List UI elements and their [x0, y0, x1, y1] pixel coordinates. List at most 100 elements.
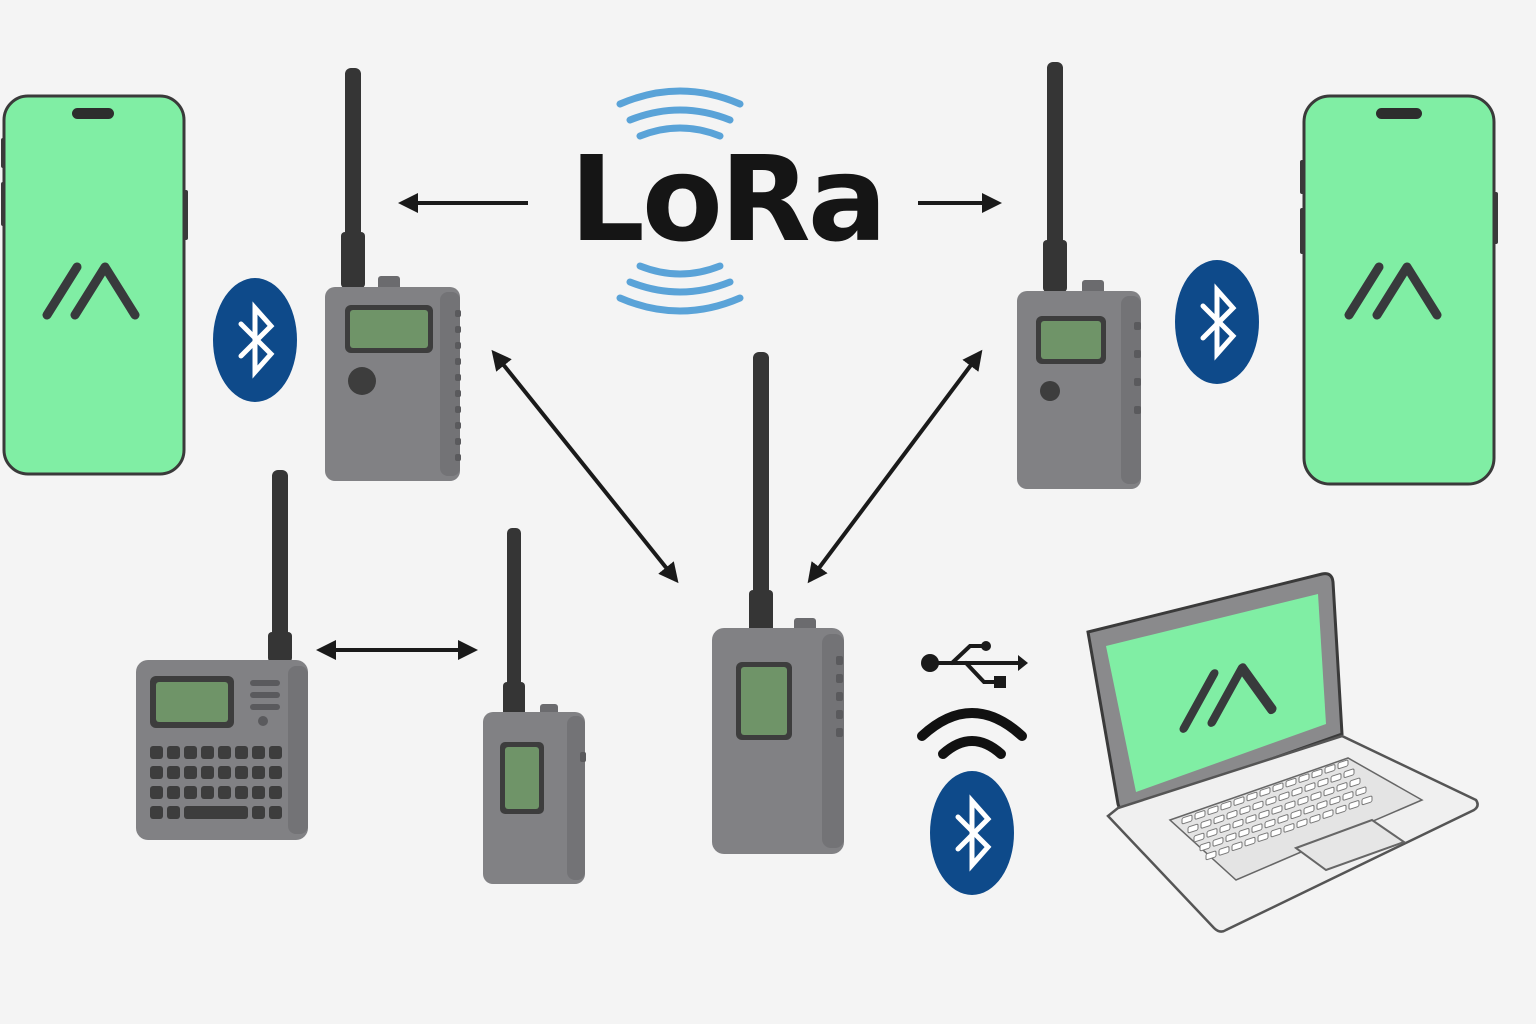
key	[167, 746, 180, 759]
laptop-key	[1322, 809, 1334, 819]
laptop-key	[1304, 782, 1316, 792]
laptop-key	[1200, 819, 1212, 829]
laptop-key	[1212, 837, 1224, 847]
laptop-key	[1193, 832, 1205, 843]
laptop-key	[1324, 764, 1336, 774]
key	[218, 786, 231, 799]
key	[150, 786, 163, 799]
key	[235, 766, 248, 779]
laptop-key	[1225, 832, 1237, 842]
bluetooth-icon	[930, 771, 1014, 895]
key	[235, 746, 248, 759]
lora-radio-with-keyboard	[136, 470, 308, 840]
key	[269, 746, 282, 759]
key	[252, 746, 265, 759]
bluetooth-icon	[213, 278, 297, 402]
laptop-key	[1194, 810, 1206, 820]
lora-radio-center	[712, 352, 844, 854]
space-key	[184, 806, 248, 819]
laptop-key	[1187, 823, 1199, 834]
key	[218, 766, 231, 779]
laptop-key	[1311, 768, 1323, 779]
laptop-key	[1251, 823, 1263, 833]
smartphone-right	[1300, 94, 1498, 486]
laptop-key	[1259, 787, 1271, 797]
laptop-key	[1264, 818, 1276, 829]
key	[235, 786, 248, 799]
key	[201, 746, 214, 759]
laptop-key	[1298, 773, 1310, 783]
laptop-key	[1310, 791, 1322, 801]
laptop-key	[1246, 791, 1258, 802]
laptop-key	[1329, 795, 1341, 806]
laptop-key	[1297, 795, 1309, 806]
laptop-key	[1270, 827, 1282, 838]
laptop-key	[1181, 814, 1193, 825]
laptop-key	[1355, 786, 1367, 797]
laptop-key	[1277, 814, 1289, 824]
laptop-key	[1348, 800, 1360, 810]
laptop-key	[1226, 809, 1238, 820]
laptop-key	[1278, 791, 1290, 802]
laptop-key	[1231, 841, 1243, 852]
laptop-key	[1342, 791, 1354, 801]
laptop-key	[1343, 768, 1355, 779]
key	[269, 766, 282, 779]
laptop-key	[1271, 805, 1283, 815]
key	[269, 786, 282, 799]
laptop-key	[1323, 786, 1335, 797]
keyboard-keys	[1181, 759, 1373, 861]
key	[252, 766, 265, 779]
lora-title: LoRa	[570, 130, 885, 268]
laptop-key	[1257, 832, 1269, 842]
laptop-key	[1218, 846, 1230, 856]
laptop-key	[1317, 777, 1329, 788]
laptop-key	[1258, 809, 1270, 820]
key	[218, 746, 231, 759]
key	[167, 806, 180, 819]
laptop-key	[1206, 828, 1218, 838]
laptop-key	[1291, 786, 1303, 797]
laptop-key	[1316, 800, 1328, 810]
laptop-key	[1283, 823, 1295, 833]
lora-radio-waves-icon	[616, 87, 744, 315]
key	[252, 786, 265, 799]
laptop-key	[1239, 805, 1251, 815]
laptop-key	[1349, 777, 1361, 788]
key	[167, 766, 180, 779]
laptop-key	[1219, 823, 1231, 834]
laptop-key	[1252, 800, 1264, 811]
laptop-key	[1284, 800, 1296, 810]
laptop-key	[1265, 796, 1277, 806]
key	[150, 766, 163, 779]
laptop-key	[1361, 795, 1373, 806]
laptop-key	[1336, 782, 1348, 792]
usb-icon	[921, 641, 1028, 688]
laptop-key	[1238, 827, 1250, 838]
link-arrows	[316, 193, 1002, 660]
arrow-left-radio-center-radio	[491, 349, 679, 584]
key	[252, 806, 265, 819]
laptop-key	[1233, 796, 1245, 806]
laptop-key	[1309, 813, 1321, 824]
key	[150, 746, 163, 759]
laptop-key	[1220, 800, 1232, 811]
laptop-key	[1199, 841, 1211, 852]
laptop-key	[1337, 759, 1349, 770]
laptop-key	[1244, 836, 1256, 847]
laptop-key	[1272, 782, 1284, 792]
laptop-key	[1330, 773, 1342, 783]
laptop-key	[1296, 818, 1308, 828]
laptop-key	[1245, 814, 1257, 824]
laptop-key	[1205, 850, 1217, 861]
laptop-key	[1290, 809, 1302, 820]
key	[150, 806, 163, 819]
laptop-key	[1207, 805, 1219, 816]
lora-radio-small	[483, 528, 586, 884]
key	[184, 766, 197, 779]
lora-radio-top-left	[325, 68, 461, 481]
key	[167, 786, 180, 799]
laptop-key	[1213, 814, 1225, 825]
